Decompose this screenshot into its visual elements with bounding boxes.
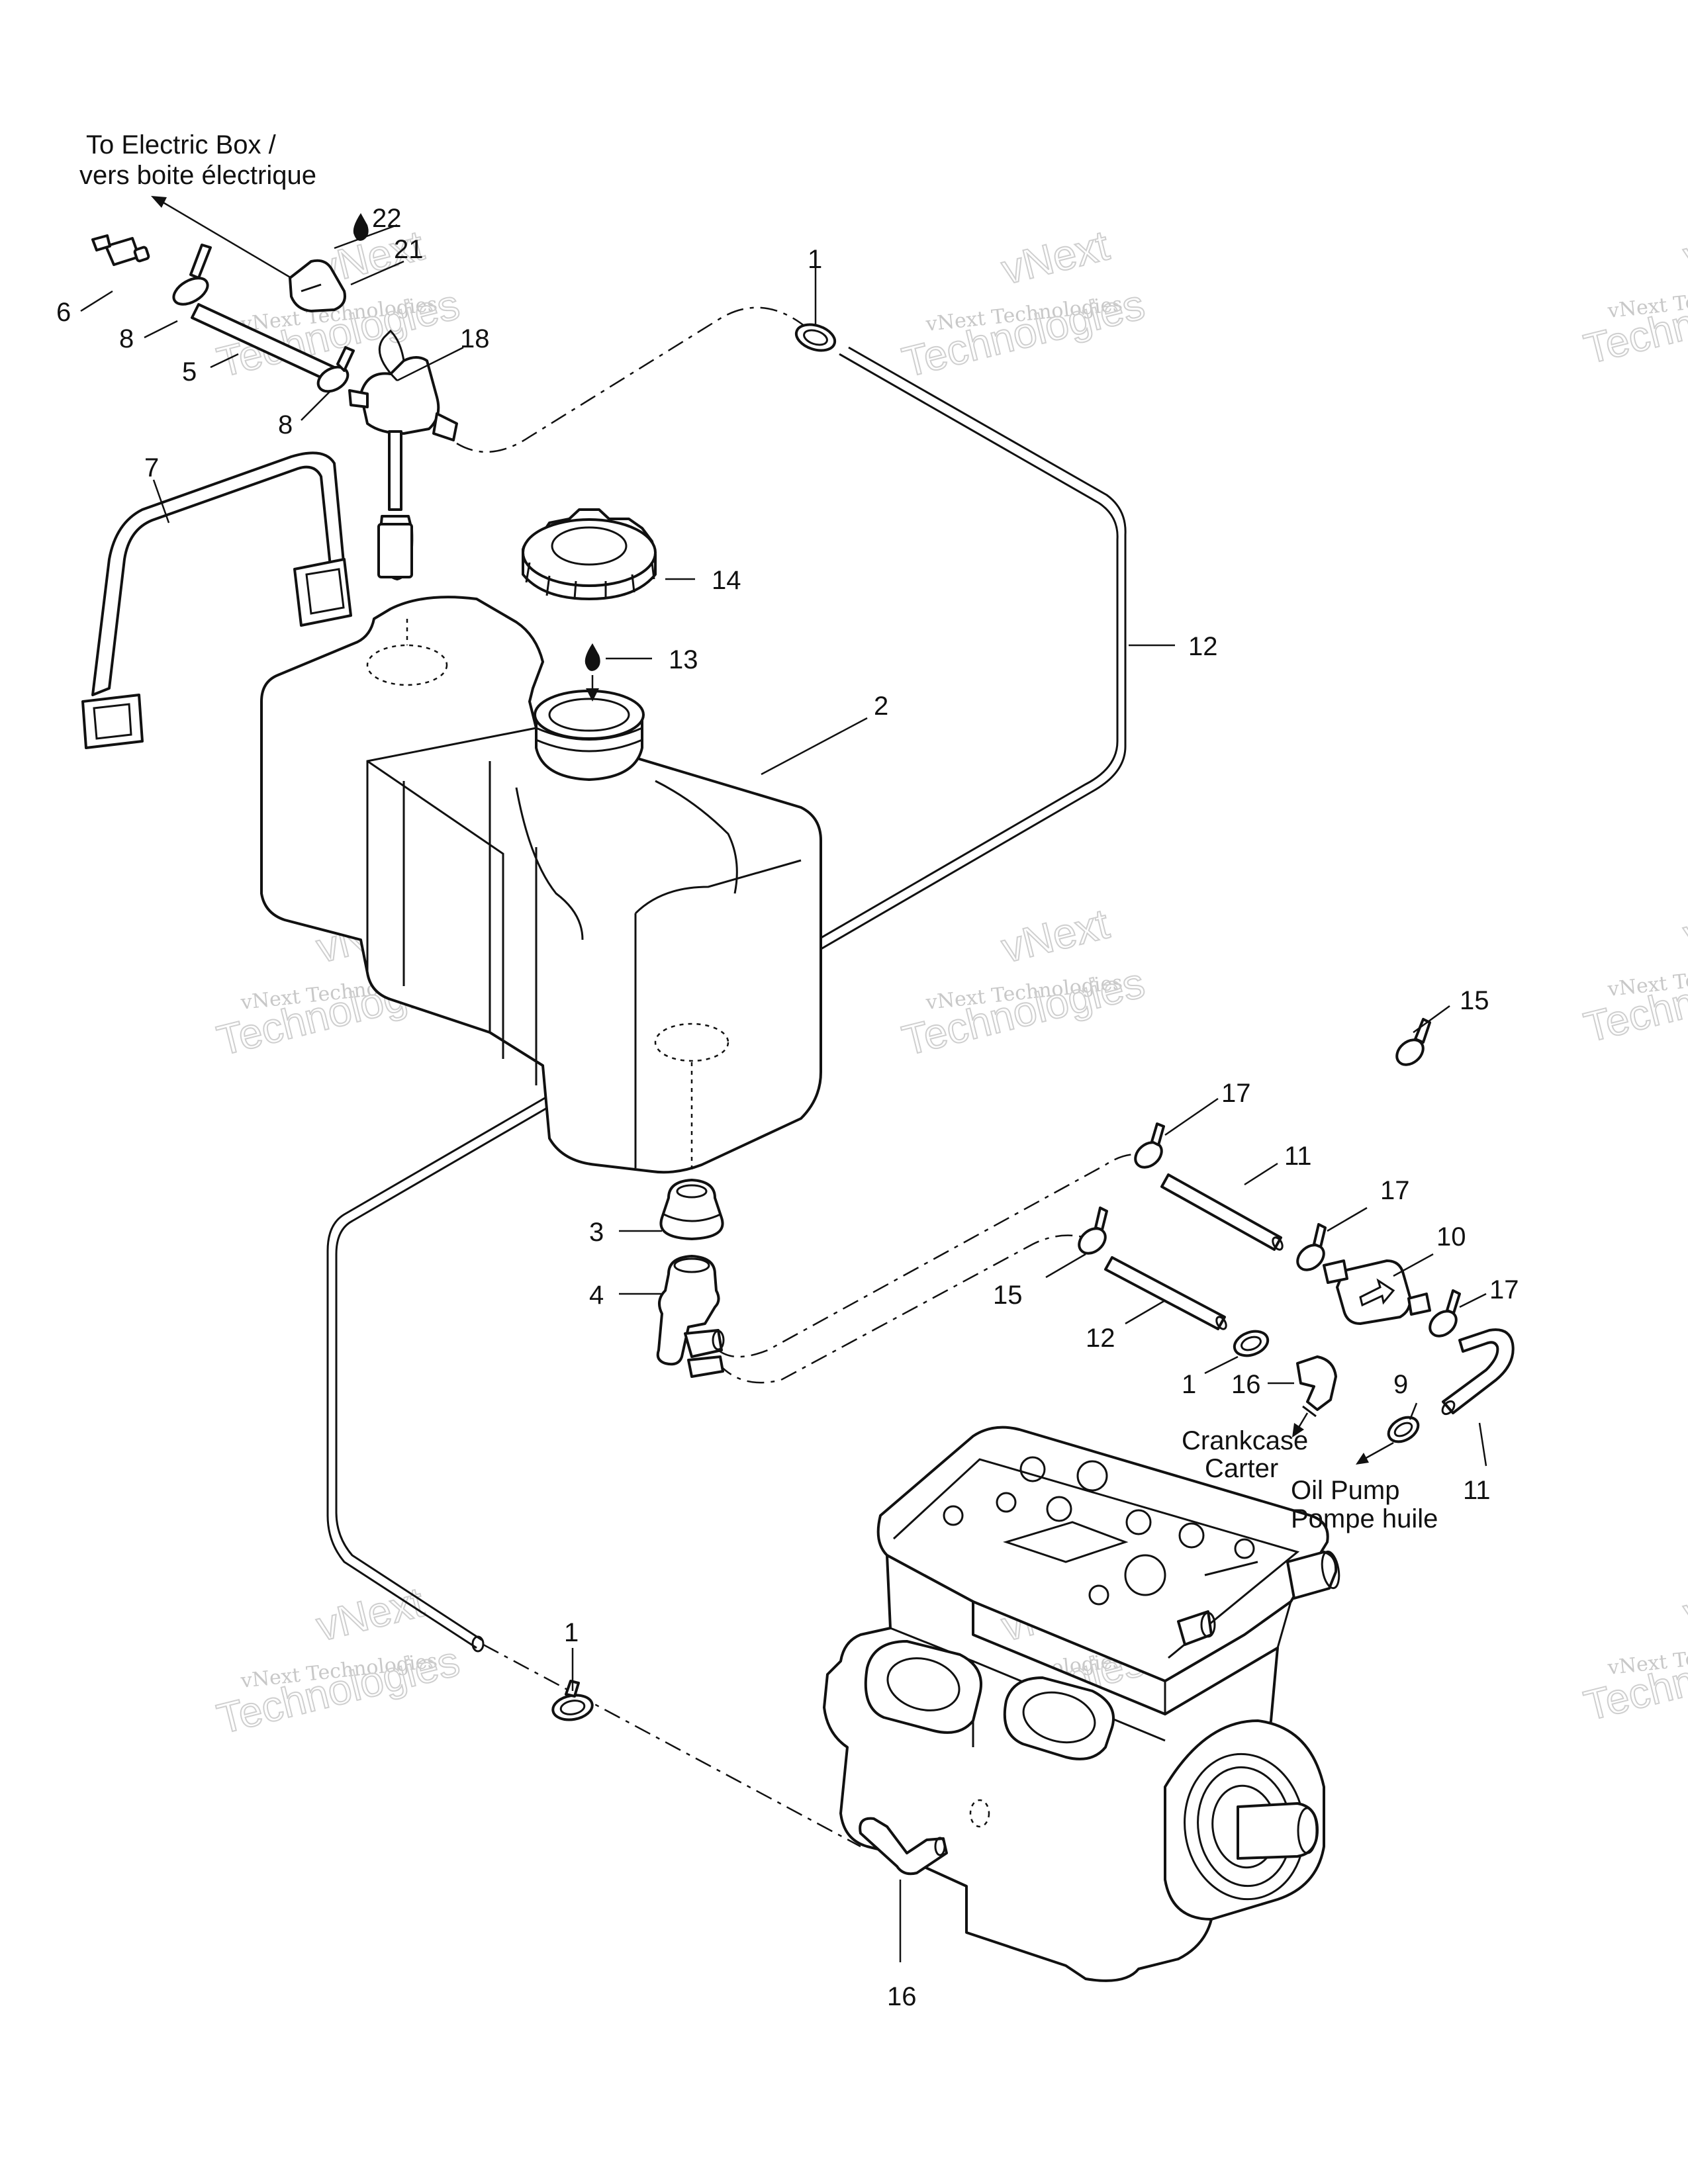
note-oil-pump-en: Oil Pump bbox=[1291, 1476, 1400, 1505]
clamp-8-top bbox=[172, 244, 212, 306]
grommet-3 bbox=[659, 1179, 724, 1240]
elbow-fitting-4 bbox=[656, 1255, 725, 1378]
oil-tank bbox=[260, 596, 822, 1174]
callout-9: 9 bbox=[1393, 1370, 1408, 1399]
leader-lines bbox=[80, 196, 1487, 1962]
callout-3: 3 bbox=[589, 1218, 604, 1247]
callout-12-mid: 12 bbox=[1086, 1324, 1115, 1353]
oil-filter-10 bbox=[1323, 1259, 1431, 1325]
callout-8-top: 8 bbox=[119, 324, 134, 353]
clamp-17-c bbox=[1429, 1289, 1461, 1338]
callout-7: 7 bbox=[144, 453, 159, 482]
callout-13: 13 bbox=[669, 645, 698, 674]
callouts: 6 8 5 8 7 22 21 18 1 14 13 2 12 3 4 15 1… bbox=[56, 204, 1519, 2011]
route-line-mid-b bbox=[718, 1234, 1086, 1384]
callout-10: 10 bbox=[1436, 1222, 1466, 1251]
callout-2: 2 bbox=[874, 692, 888, 721]
clamp-17-a bbox=[1134, 1122, 1165, 1169]
route-line-bottom bbox=[483, 1643, 861, 1848]
hose-11-b bbox=[1441, 1328, 1515, 1416]
callout-16-bottom: 16 bbox=[887, 1982, 917, 2011]
callout-18: 18 bbox=[460, 324, 490, 353]
notes: To Electric Box / vers boite électrique … bbox=[79, 130, 1438, 1533]
callout-4: 4 bbox=[589, 1281, 604, 1310]
callout-17-c: 17 bbox=[1489, 1275, 1519, 1304]
oil-tank-cap bbox=[522, 508, 657, 600]
note-electric-box-en: To Electric Box / bbox=[86, 130, 277, 159]
lubricant-drop-22 bbox=[353, 213, 369, 241]
elbow-fitting-16-top bbox=[1296, 1355, 1337, 1418]
watermark bbox=[1578, 207, 1688, 374]
callout-1-bottom: 1 bbox=[564, 1618, 579, 1647]
clamp-1-bottom bbox=[551, 1680, 594, 1721]
callout-12-top: 12 bbox=[1188, 632, 1218, 661]
callout-17-a: 17 bbox=[1221, 1079, 1251, 1108]
hose-12-short bbox=[1104, 1256, 1227, 1330]
oil-hose-long bbox=[326, 346, 1127, 1653]
clamp-1-top bbox=[794, 323, 837, 352]
callout-5: 5 bbox=[182, 357, 197, 387]
callout-22: 22 bbox=[372, 204, 402, 233]
callout-8-lower: 8 bbox=[278, 410, 293, 439]
connector-21 bbox=[289, 259, 346, 312]
callout-15-mid: 15 bbox=[993, 1281, 1023, 1310]
note-electric-box-fr: vers boite électrique bbox=[79, 161, 316, 190]
note-oil-pump-fr: Pompe huile bbox=[1291, 1504, 1438, 1533]
clamp-9 bbox=[1387, 1416, 1420, 1443]
callout-15-top: 15 bbox=[1460, 986, 1489, 1015]
watermark bbox=[1578, 886, 1688, 1052]
callout-1-top: 1 bbox=[808, 245, 822, 274]
lubricant-drop-13 bbox=[585, 643, 652, 702]
clamp-17-b bbox=[1296, 1223, 1327, 1271]
callout-16-top: 16 bbox=[1231, 1370, 1261, 1399]
tank-strap bbox=[81, 451, 352, 749]
watermark bbox=[896, 899, 1150, 1066]
callout-1-mid: 1 bbox=[1182, 1370, 1196, 1399]
callout-21: 21 bbox=[394, 235, 424, 264]
watermark bbox=[1578, 1564, 1688, 1731]
engine-block bbox=[823, 1426, 1340, 1982]
sensor-fitting-6 bbox=[91, 234, 150, 266]
hose-11-a bbox=[1160, 1173, 1284, 1251]
clamp-1-mid bbox=[1233, 1330, 1270, 1357]
route-line-mid-a bbox=[718, 1153, 1146, 1358]
clamp-8-lower bbox=[316, 346, 355, 393]
callout-17-b: 17 bbox=[1380, 1176, 1410, 1205]
callout-14: 14 bbox=[712, 566, 741, 595]
note-crankcase-fr: Carter bbox=[1205, 1454, 1278, 1483]
callout-11-a: 11 bbox=[1284, 1142, 1312, 1171]
callout-11-b: 11 bbox=[1463, 1476, 1491, 1505]
tee-fitting-18 bbox=[348, 329, 458, 580]
watermark bbox=[896, 220, 1150, 387]
tie-strap-15-top bbox=[1395, 1018, 1431, 1066]
route-line-top bbox=[456, 306, 815, 453]
tie-strap-15-mid bbox=[1078, 1206, 1108, 1255]
note-crankcase-en: Crankcase bbox=[1182, 1426, 1308, 1455]
callout-6: 6 bbox=[56, 298, 71, 327]
